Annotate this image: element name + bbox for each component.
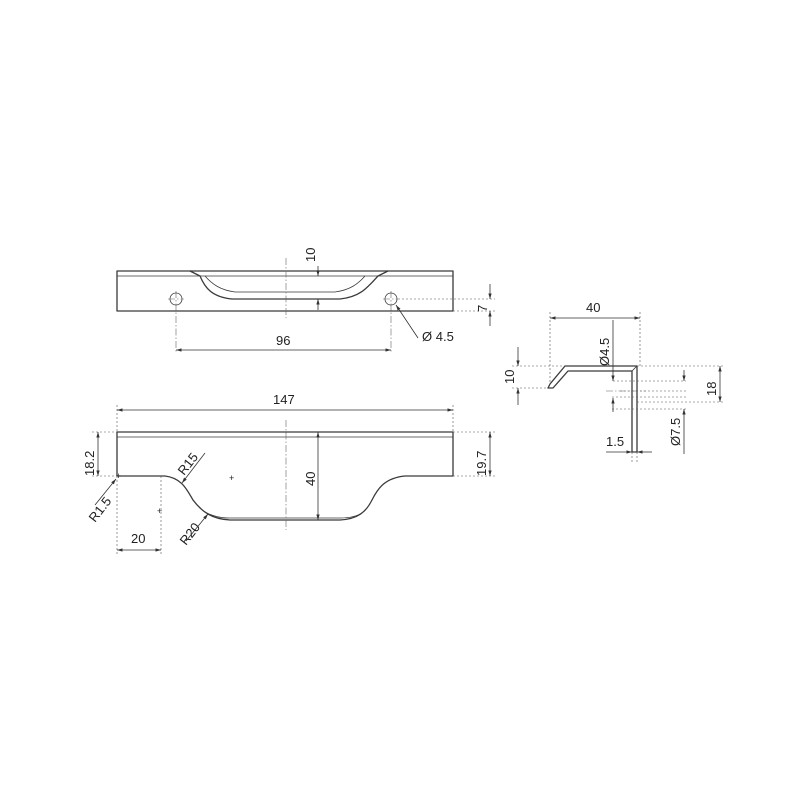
top-view-recess [189, 270, 389, 300]
dim-offset-label: 20 [131, 531, 145, 546]
radius-small-label: R1.5 [86, 494, 115, 525]
side-dim-height-label: 18 [704, 382, 719, 396]
front-view: + + + 147 40 18.2 19.7 20 R1.5 R15 [82, 392, 496, 555]
side-dim-width-label: 40 [586, 300, 600, 315]
front-view-recess-edge [204, 511, 364, 519]
dim-hole-diameter-label: Ø 4.5 [422, 329, 454, 344]
top-view: 10 7 96 Ø 4.5 [116, 248, 495, 352]
side-view-profile [547, 365, 638, 453]
side-dim-hole-label: Ø4.5 [597, 338, 612, 366]
front-view-outline [116, 431, 454, 521]
radius-large-label: R20 [177, 520, 204, 548]
svg-text:+: + [157, 506, 162, 516]
radius-mid-label: R15 [175, 450, 202, 478]
svg-text:+: + [229, 473, 234, 483]
side-dim-counterbore-label: Ø7.5 [668, 418, 683, 446]
dim-right-height-label: 19.7 [474, 451, 489, 476]
dim-hole-offset-label: 7 [475, 305, 490, 312]
side-dim-lip-label: 10 [502, 370, 517, 384]
dim-hole-spacing-label: 96 [276, 333, 290, 348]
side-dim-thickness-label: 1.5 [606, 434, 624, 449]
dim-height-label: 40 [303, 472, 318, 486]
dim-left-height-label: 18.2 [82, 451, 97, 476]
top-view-recess-inner [204, 275, 366, 293]
svg-text:+: + [116, 471, 121, 481]
top-view-outline [116, 270, 454, 312]
side-view: 40 10 Ø4.5 18 Ø7.5 1.5 [502, 300, 724, 462]
dim-length-label: 147 [273, 392, 295, 407]
dim-depth-label: 10 [303, 248, 318, 262]
